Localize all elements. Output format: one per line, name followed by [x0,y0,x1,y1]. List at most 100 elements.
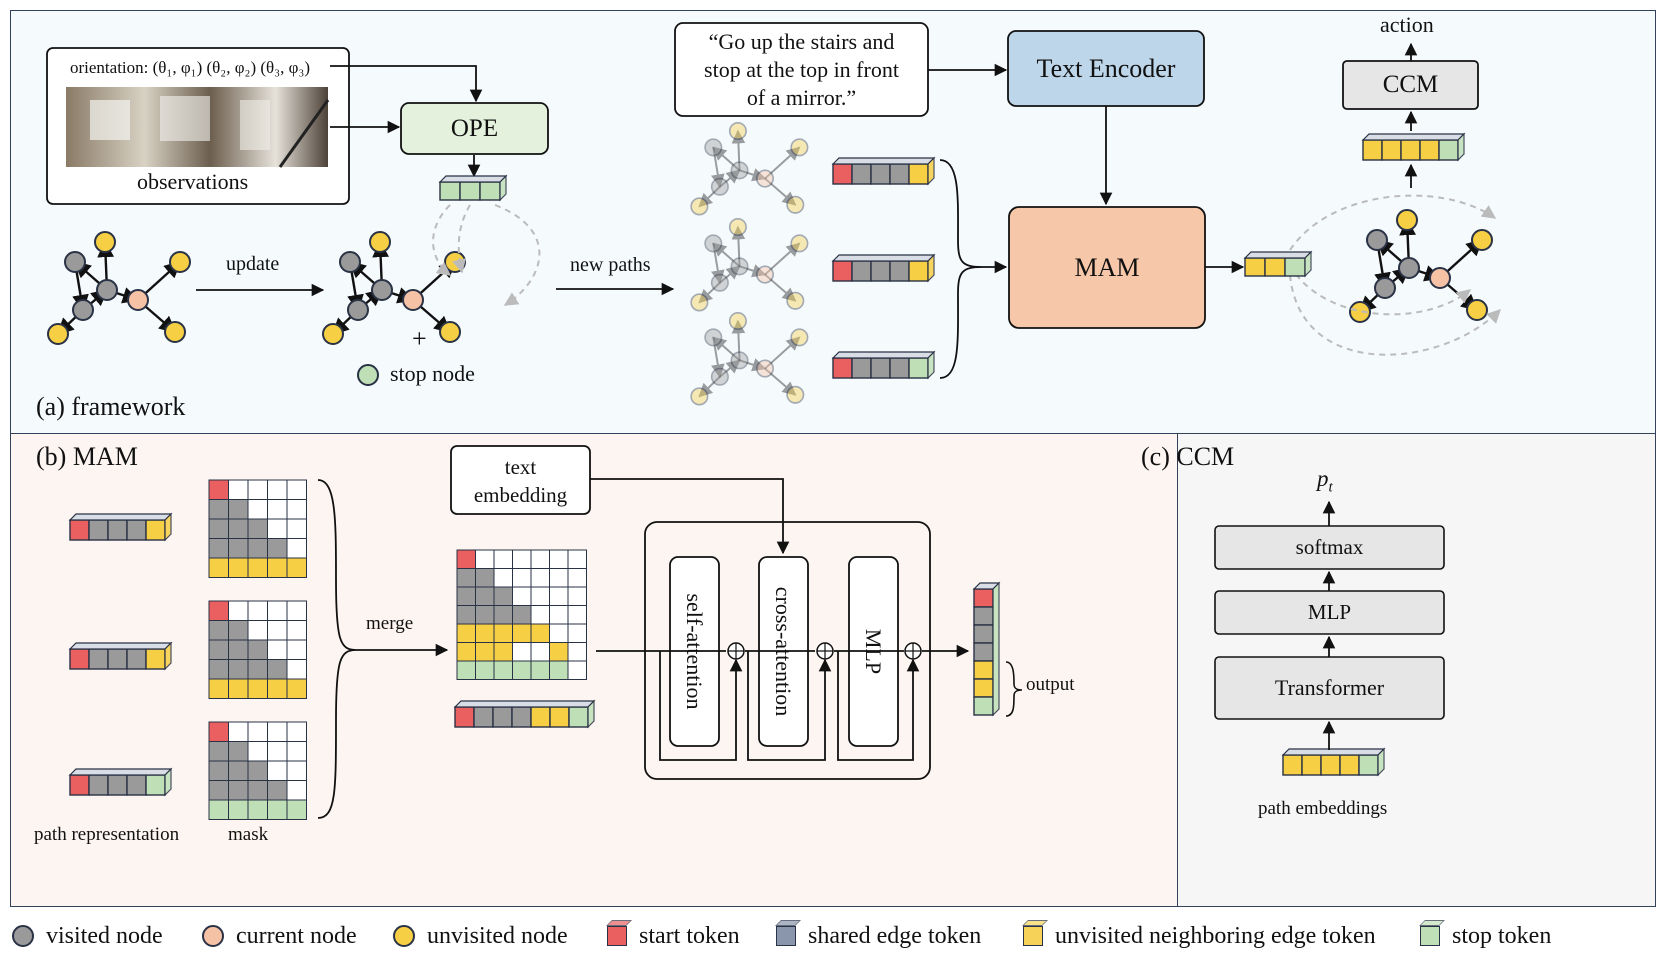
visited-node [710,367,729,386]
legend-visited-node: visited node [12,916,163,956]
mask-cell [208,780,229,801]
unvisited-token [973,678,994,698]
stop-token [973,696,994,716]
graph-edge [712,336,741,362]
token-strip [1281,747,1386,777]
visited-node [64,251,86,273]
mask-cell [267,678,288,699]
unvisited-node [790,328,809,347]
mask-cell [549,642,569,662]
token-strip-side [1304,250,1312,278]
shared-token [107,519,128,541]
mask-cell [228,620,249,641]
legend-start-token: start token [607,916,740,956]
mask-cell [567,660,587,680]
token-strip-top [68,768,173,776]
self-attention-label: self-attention [682,593,708,710]
mask-cell [267,799,288,820]
mask-cell [475,605,495,625]
text-embedding-line-2: embedding [473,483,568,507]
mask-cell [475,623,495,643]
unvisited-edge-token-icon [1023,926,1043,946]
shared-edge-token-icon [776,926,796,946]
visited-node [704,138,723,157]
unvisited-token [1419,139,1440,161]
unvisited-node [164,321,186,343]
mask-cell [286,721,307,742]
mask-cell [475,642,495,662]
current-node [755,359,774,378]
unvisited-token [1362,139,1383,161]
mask-cell [512,586,532,606]
mask-cell [475,660,495,680]
stop-token [145,774,166,796]
mask-matrix [208,600,307,699]
mask-cell [208,721,229,742]
mask-cell [247,659,268,680]
unvisited-node [94,231,116,253]
ccm-label-top: CCM [1382,71,1439,98]
mask-cell [493,642,513,662]
mask-cell [247,538,268,559]
mask-cell [456,568,476,588]
mask-cell [247,741,268,762]
visited-node [72,299,94,321]
current-node [127,289,149,311]
token-strip-side [927,253,935,283]
stop-token [439,181,461,201]
text-embedding-label: text embedding [451,448,590,514]
unvisited-node [47,323,69,345]
mask-cell [493,568,513,588]
mask-cell [512,623,532,643]
mask-cell [512,642,532,662]
visited-node [1366,229,1388,251]
mask-cell [286,479,307,500]
shared-token [870,357,891,379]
graph-edge [764,177,797,206]
mask-cell [512,660,532,680]
mask-matrix [208,479,307,578]
mask-cell [530,605,550,625]
mask-cell [267,760,288,781]
mask-cell [208,741,229,762]
graph-edge [764,242,801,276]
token-strip [831,156,936,186]
mask-cell [267,721,288,742]
mask-cell [456,660,476,680]
token-strip-side [499,174,507,202]
graphs-layer [47,121,1501,406]
token-strip [68,767,173,797]
shared-token [870,163,891,185]
merge-label: merge [366,613,414,634]
mask-cell [456,642,476,662]
legend-unvisited-edge-token: unvisited neighboring edge token [1023,916,1376,956]
mask-cell [247,780,268,801]
plus-sign: + [412,324,427,353]
text-embedding-line-1: text [504,455,537,479]
mask-cell [228,659,249,680]
mask-cell [247,557,268,578]
mam-label: MAM [1074,252,1140,282]
current-node-icon [202,925,224,947]
residual-add-1 [727,642,745,660]
graph-edge [764,146,801,180]
mask-cell [208,620,229,641]
path-embeddings-label: path embeddings [1258,798,1388,819]
attention-arc [1289,274,1501,356]
mask-cell [530,660,550,680]
mask-cell [228,639,249,660]
shared-token [973,606,994,626]
unvisited-token [1264,257,1286,277]
unvisited-node [322,323,344,345]
mask-cell [228,780,249,801]
mask-cell [286,538,307,559]
cross-attention-label: cross-attention [771,586,797,717]
mask-cell [475,586,495,606]
mask-cell [286,799,307,820]
transformer-label: Transformer [1274,675,1385,700]
token-strip-side [1457,132,1465,162]
token-strip-side [164,767,172,797]
ope-box [400,102,549,155]
mask-cell [267,600,288,621]
token-strip-side [164,641,172,671]
